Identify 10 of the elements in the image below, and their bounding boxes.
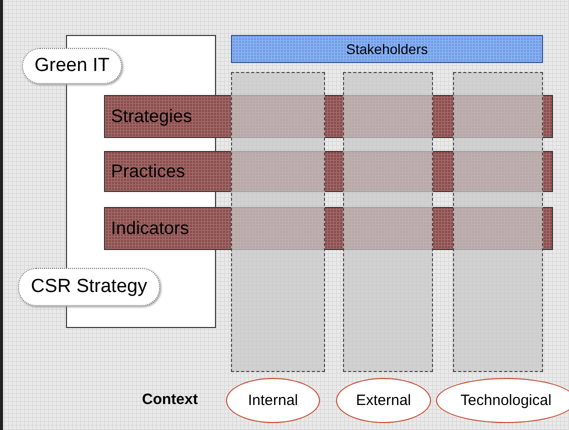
context-label: Context bbox=[142, 391, 198, 408]
column-bar bbox=[343, 72, 433, 372]
column-bar bbox=[231, 72, 325, 372]
context-ellipse: Technological bbox=[436, 378, 569, 423]
header-bar: Stakeholders bbox=[231, 35, 543, 63]
context-ellipse: Internal bbox=[226, 378, 320, 423]
rounded-label: Green IT bbox=[22, 48, 122, 84]
rounded-label: CSR Strategy bbox=[18, 268, 160, 306]
column-bar bbox=[453, 72, 543, 372]
context-ellipse: External bbox=[336, 378, 431, 423]
